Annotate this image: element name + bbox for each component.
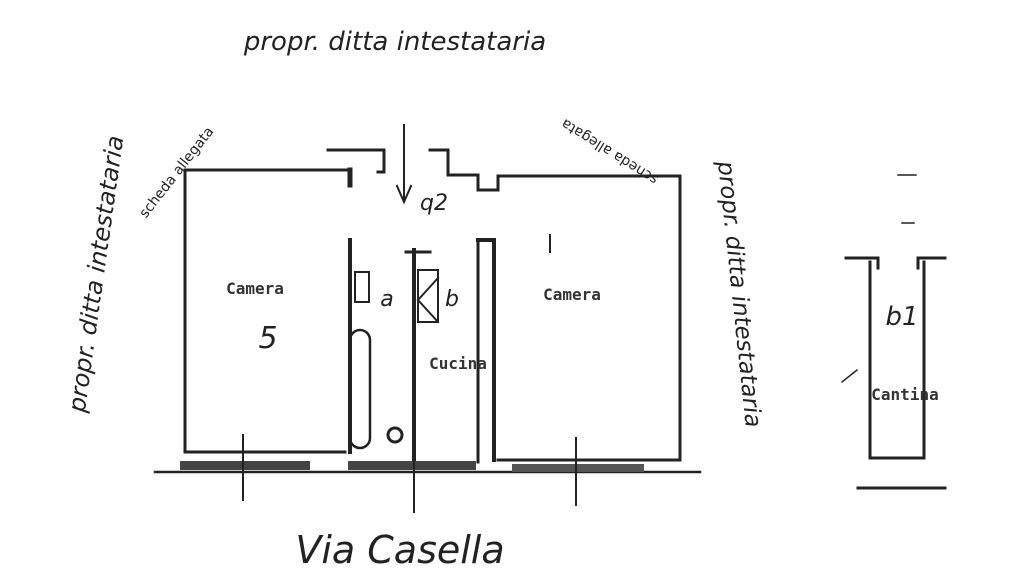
mark-a: a — [380, 287, 393, 312]
room-cantina: Cantina — [871, 385, 938, 404]
mark-camera-left: 5 — [258, 321, 277, 356]
label-right-side: propr. ditta intestataria — [712, 159, 766, 429]
mark-b: b — [445, 287, 459, 312]
street-facade — [153, 434, 702, 513]
entrance-arrow-icon — [395, 124, 413, 205]
room-camera-right: Camera — [543, 285, 601, 304]
height-main: q2 — [420, 191, 448, 216]
cellar-walls — [840, 174, 947, 490]
label-street: Via Casella — [295, 528, 504, 572]
label-left-diag: scheda allegata — [136, 124, 217, 221]
main-walls — [183, 148, 682, 464]
room-camera-left: Camera — [226, 279, 284, 298]
label-left-side: propr. ditta intestataria — [63, 134, 130, 415]
label-top: propr. ditta intestataria — [243, 27, 546, 57]
height-cellar: b1 — [885, 302, 918, 332]
room-cucina: Cucina — [429, 354, 487, 373]
